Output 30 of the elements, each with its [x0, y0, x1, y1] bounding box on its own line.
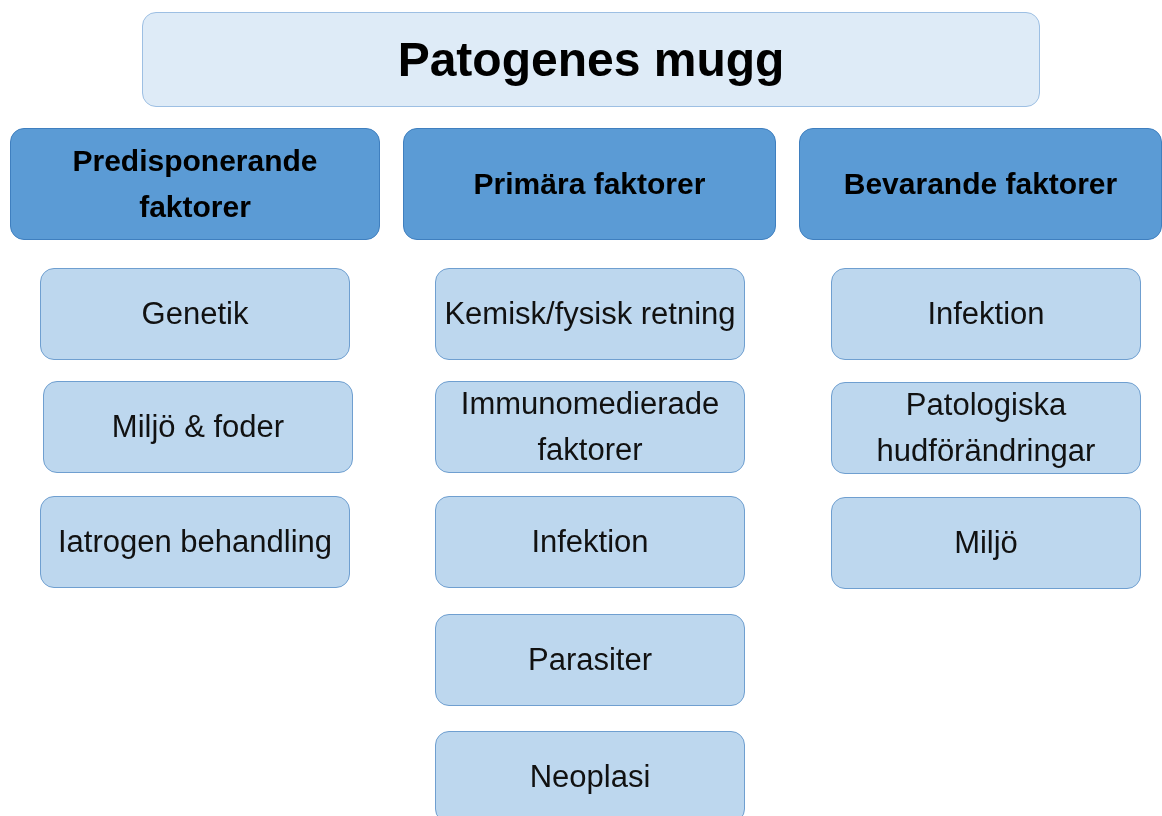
header-text: Predisponerande faktorer — [71, 142, 319, 225]
item-text: Infektion — [927, 294, 1045, 333]
item-text: Genetik — [141, 294, 249, 333]
header-text: Bevarande faktorer — [843, 165, 1118, 202]
title-text: Patogenes mugg — [397, 32, 785, 87]
item-box — [40, 268, 350, 360]
item-text: Miljö — [954, 523, 1018, 562]
item-box — [435, 731, 745, 816]
item-text: Infektion — [531, 522, 649, 561]
item-box — [40, 496, 350, 588]
item-text: Miljö & foder — [111, 407, 285, 446]
item-box — [831, 497, 1141, 589]
item-text: Iatrogen behandling — [57, 522, 333, 561]
item-box — [435, 496, 745, 588]
item-box — [831, 382, 1141, 474]
item-box — [435, 381, 745, 473]
item-box — [435, 614, 745, 706]
item-text: Neoplasi — [529, 757, 651, 796]
item-box — [435, 268, 745, 360]
item-box — [43, 381, 353, 473]
item-text: Parasiter — [527, 640, 652, 679]
item-box — [831, 268, 1141, 360]
title-box — [142, 12, 1040, 107]
category-header — [403, 128, 776, 240]
category-header — [799, 128, 1162, 240]
header-text: Primära faktorer — [473, 165, 706, 202]
item-text: Immunomedierade faktorer — [459, 384, 721, 469]
item-text: Kemisk/fysisk retning — [444, 294, 736, 333]
category-header — [10, 128, 380, 240]
item-text: Patologiska hudförändringar — [875, 385, 1097, 470]
